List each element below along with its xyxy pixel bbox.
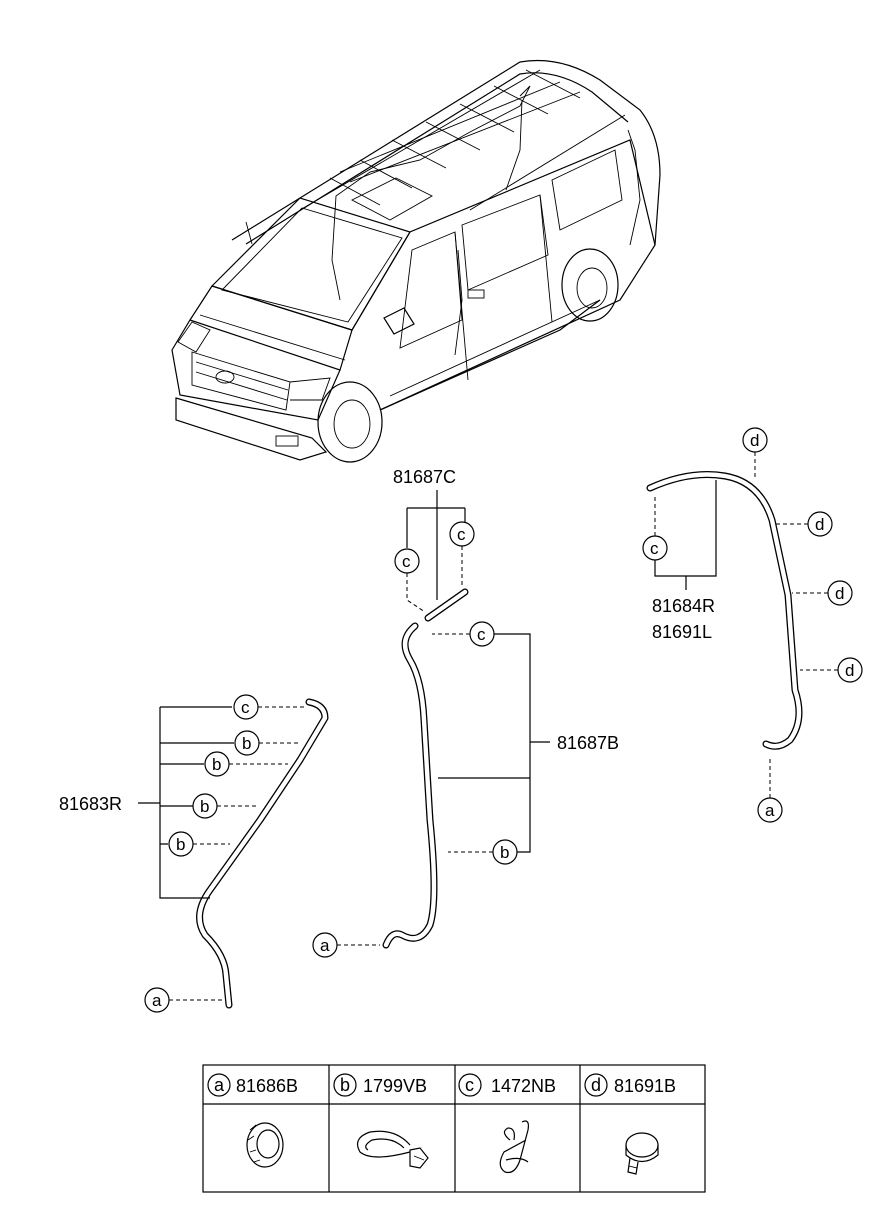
callout-letter: c	[477, 625, 486, 644]
callout-letter: b	[200, 797, 209, 816]
label-81684R: 81684R	[652, 596, 715, 616]
hose-81683R-group: 81683R c b b b b a	[59, 694, 329, 1013]
callout-letter: c	[402, 552, 411, 571]
label-81687B: 81687B	[557, 733, 619, 753]
legend-part-number: 81686B	[236, 1076, 298, 1096]
callout-letter: d	[845, 661, 854, 680]
callout-letter: c	[650, 539, 659, 558]
legend-letter: a	[214, 1075, 225, 1095]
callout-letter: d	[750, 431, 759, 450]
legend-letter: c	[465, 1075, 474, 1095]
hose-81684R-group: d d d d c 81684R 81691L a	[642, 427, 863, 823]
callout-letter: b	[242, 734, 251, 753]
callout-letter: c	[241, 698, 250, 717]
hose-clip-icon	[357, 1130, 429, 1169]
callout-letter: d	[835, 584, 844, 603]
callout-letter: a	[320, 936, 330, 955]
label-81687C: 81687C	[393, 467, 456, 487]
legend-col-d: d 81691B	[584, 1073, 676, 1175]
label-81691L: 81691L	[652, 622, 712, 642]
wire-clip-icon	[499, 1120, 529, 1174]
callout-letter: d	[815, 515, 824, 534]
legend-table: a 81686B b 1799VB c 1472NB	[202, 1064, 706, 1193]
legend-col-a: a 81686B	[207, 1073, 298, 1168]
legend-part-number: 81691B	[614, 1076, 676, 1096]
van-illustration	[171, 59, 661, 463]
legend-part-number: 1799VB	[363, 1076, 427, 1096]
legend-letter: b	[340, 1075, 350, 1095]
callout-letter: c	[457, 525, 466, 544]
legend-col-c: c 1472NB	[458, 1073, 556, 1174]
callout-letter: b	[176, 835, 185, 854]
legend-part-number: 1472NB	[491, 1076, 556, 1096]
callout-letter: a	[765, 801, 775, 820]
label-81683R: 81683R	[59, 794, 122, 814]
legend-col-b: b 1799VB	[333, 1073, 429, 1169]
legend-letter: d	[591, 1075, 601, 1095]
callout-letter: b	[212, 755, 221, 774]
callout-letter: b	[500, 843, 509, 862]
hose-81687B-group: 81687C c c c 81687B b a	[312, 467, 619, 958]
callout-letter: a	[152, 991, 162, 1010]
band-clamp-icon	[625, 1132, 659, 1175]
grommet-icon	[246, 1122, 284, 1168]
